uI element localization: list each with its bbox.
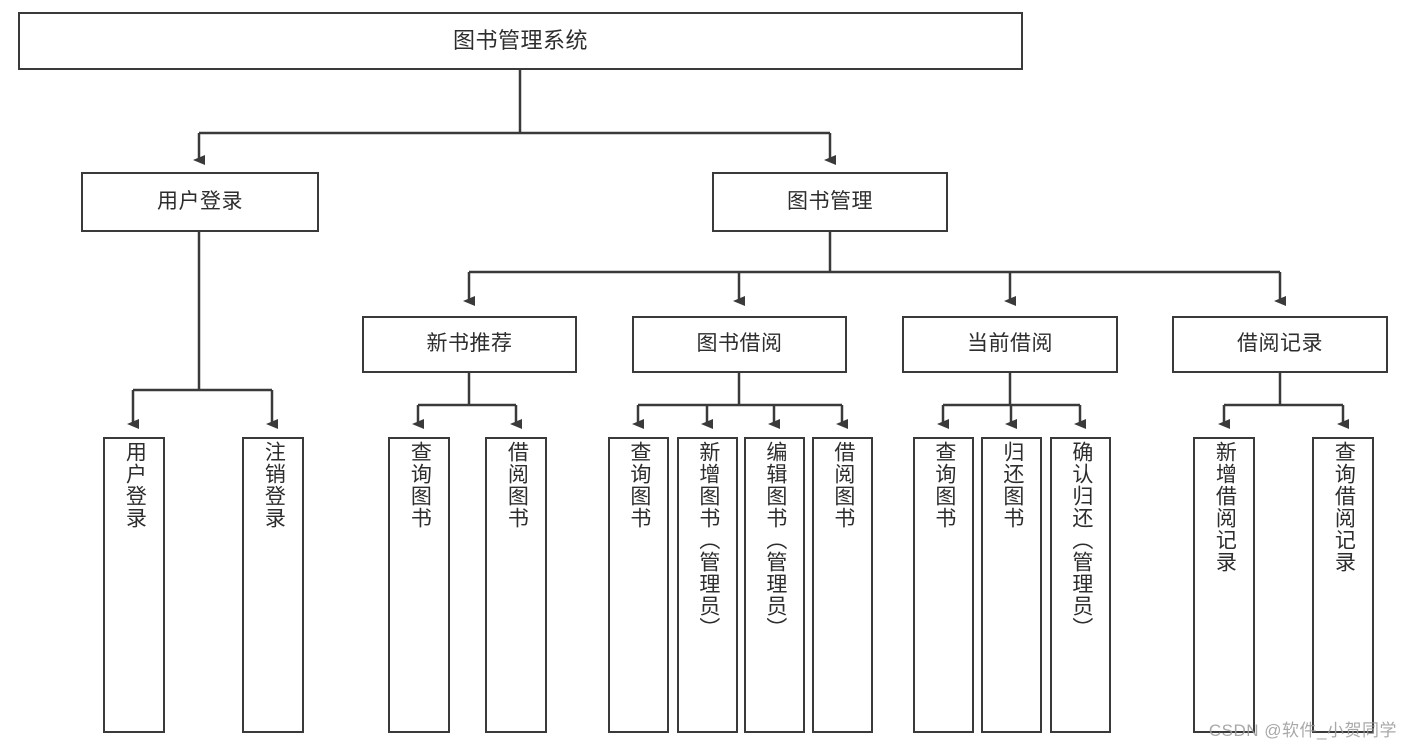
node-label: 用户登录 [157,189,243,213]
leaf-confirm-return-admin[interactable]: 确认归还（管理员） [1050,437,1111,733]
leaf-label: 用户登录 [123,441,147,529]
node-label: 图书管理 [787,189,873,213]
leaf-user-logout[interactable]: 注销登录 [242,437,304,733]
node-book-borrow[interactable]: 图书借阅 [632,316,847,373]
leaf-label: 新增图书（管理员） [696,441,720,639]
watermark: CSDN @软件_小贺同学 [1208,721,1397,740]
leaf-label: 查询借阅记录 [1332,441,1356,573]
leaf-query-book-current[interactable]: 查询图书 [913,437,974,733]
node-user-login[interactable]: 用户登录 [81,172,319,232]
node-label: 借阅记录 [1237,332,1323,356]
leaf-label: 编辑图书（管理员） [763,441,787,639]
node-label: 图书管理系统 [452,28,588,54]
node-new-book-recommend[interactable]: 新书推荐 [362,316,577,373]
leaf-label: 借阅图书 [505,441,529,529]
leaf-borrow-book-recommend[interactable]: 借阅图书 [485,437,547,733]
leaf-label: 查询图书 [408,441,432,529]
leaf-query-borrow-record[interactable]: 查询借阅记录 [1312,437,1374,733]
leaf-return-book[interactable]: 归还图书 [981,437,1042,733]
leaf-label: 注销登录 [262,441,286,529]
leaf-add-book-admin[interactable]: 新增图书（管理员） [677,437,738,733]
leaf-edit-book-admin[interactable]: 编辑图书（管理员） [744,437,805,733]
leaf-query-book-recommend[interactable]: 查询图书 [388,437,450,733]
leaf-label: 确认归还（管理员） [1069,441,1093,639]
leaf-add-borrow-record[interactable]: 新增借阅记录 [1193,437,1255,733]
leaf-borrow-book[interactable]: 借阅图书 [812,437,873,733]
node-label: 新书推荐 [426,332,513,356]
leaf-label: 归还图书 [1000,441,1024,529]
leaf-label: 新增借阅记录 [1213,441,1237,573]
node-label: 当前借阅 [967,332,1053,356]
leaf-label: 查询图书 [932,441,956,529]
node-root-system[interactable]: 图书管理系统 [18,12,1023,70]
node-current-borrow[interactable]: 当前借阅 [902,316,1118,373]
leaf-label: 查询图书 [627,441,651,529]
leaf-user-login[interactable]: 用户登录 [103,437,165,733]
node-book-management[interactable]: 图书管理 [712,172,948,232]
leaf-query-book-borrow[interactable]: 查询图书 [608,437,669,733]
leaf-label: 借阅图书 [831,441,855,529]
node-label: 图书借阅 [696,332,783,356]
node-borrow-record[interactable]: 借阅记录 [1172,316,1388,373]
